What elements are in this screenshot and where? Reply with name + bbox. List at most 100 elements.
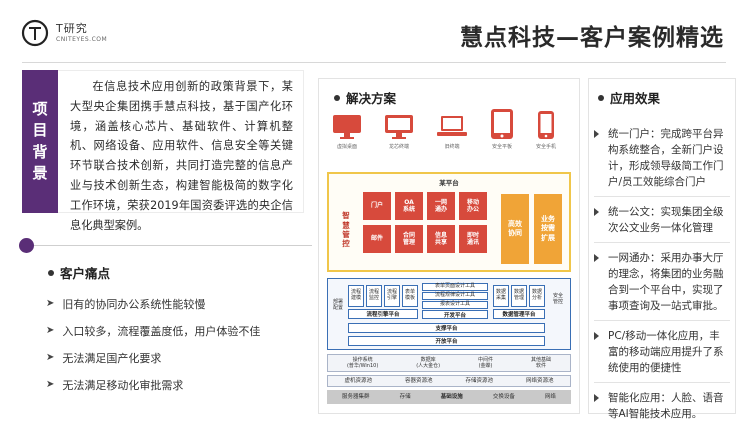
app-oa: OA 系统 — [395, 192, 423, 220]
engine-cell: 表单 模板 — [402, 285, 418, 307]
effects-header: 应用效果 — [598, 88, 660, 107]
engine-cell: 流程 引擎 — [384, 285, 400, 307]
bullet-dot-icon — [48, 269, 54, 276]
list-item: PC/移动一体化应用，丰富的移动端应用提升了系统使用的便捷性 — [594, 328, 730, 383]
smart-control-label: 智 慧 管 控 — [342, 211, 350, 249]
resource-cell: 容器资源池 — [404, 377, 433, 384]
section-divider — [22, 245, 312, 246]
list-item: ➤旧有的协同办公系统性能较慢 — [46, 297, 206, 311]
header-divider — [22, 62, 726, 63]
dev-tool-line: 流程规律设计工具 — [422, 292, 488, 300]
device-secure-tablet: 安全平板 — [490, 108, 514, 150]
arrow-right-icon: ➤ — [46, 325, 55, 336]
page-title: 慧点科技—客户案例精选 — [460, 25, 724, 51]
background-label: 项 目 背 景 — [22, 70, 58, 213]
software-cell: 操作系统 (普华/Win10) — [346, 357, 379, 369]
software-cell: 中间件 (金蝶) — [478, 357, 494, 369]
list-item: ➤入口较多，流程覆盖度低，用户体验不佳 — [46, 324, 261, 338]
business-extension: 业务 按需 扩展 — [534, 194, 562, 264]
architecture-diagram: 虚拟桌面 龙芯终端 旧终端 安全平板 — [322, 108, 576, 404]
app-one-stop: 一网 通办 — [427, 192, 455, 220]
background-label-char: 项 — [32, 100, 48, 118]
tablet-icon — [491, 109, 513, 139]
infra-cell: 交换设备 — [492, 393, 515, 400]
background-label-char: 背 — [32, 142, 48, 161]
data-platform-bar: 数据管理平台 — [493, 309, 545, 319]
device-virtual-desktop: 虚拟桌面 — [332, 114, 362, 150]
deploy-config-label: 部署 配置 — [332, 299, 343, 311]
monitor-icon — [333, 115, 361, 139]
app-im: 即时 通讯 — [459, 225, 487, 253]
dev-tool-line: 表单页面设计工具 — [422, 283, 488, 291]
engine-platform-bar: 流程引擎平台 — [348, 309, 418, 319]
solution-title: 解决方案 — [346, 91, 397, 106]
arrow-right-icon: ➤ — [46, 352, 55, 363]
background-text: 在信息技术应用创新的政策背景下，某大型央企集团携手慧点科技，基于国产化环境，涵盖… — [70, 80, 293, 232]
efficient-collaboration: 高效 协同 — [501, 194, 529, 264]
open-platform-bar: 开放平台 — [348, 336, 545, 346]
solution-header: 解决方案 — [334, 88, 396, 107]
support-platform-bar: 支撑平台 — [348, 323, 545, 333]
data-cell: 数据 管理 — [511, 285, 527, 307]
engine-cell: 流程 监控 — [366, 285, 382, 307]
list-item: 统一门户：完成跨平台异构系统整合，全新门户设计，形成领导级简工作门户/员工效能综… — [594, 126, 730, 197]
monitor-icon — [385, 115, 413, 139]
software-cell: 数据库 (人大金仓) — [416, 357, 441, 369]
effects-title: 应用效果 — [610, 91, 661, 106]
bullet-dot-icon — [598, 94, 604, 101]
app-portal: 门户 — [363, 192, 391, 220]
infra-cell: 服务器集群 — [342, 393, 370, 400]
solution-frame — [318, 78, 580, 414]
device-secure-phone: 安全手机 — [536, 110, 556, 150]
security-control-label: 安全 管控 — [552, 293, 563, 305]
infra-cell: 基础设施 — [440, 393, 463, 400]
resource-cell: 虚机资源池 — [344, 377, 372, 384]
arrow-right-icon: ➤ — [46, 379, 55, 390]
list-item: ➤无法满足国产化要求 — [46, 351, 162, 365]
device-loongson-terminal: 龙芯终端 — [384, 114, 414, 150]
logo-mark-icon — [20, 18, 50, 48]
list-item: 一网通办：采用办事大厅的理念，将集团的业务融合到一个平台中，实现了事项查询及一站… — [594, 250, 730, 321]
dev-platform-bar: 开发平台 — [422, 310, 488, 319]
background-label-char: 目 — [32, 121, 48, 140]
bullet-dot-icon — [334, 94, 340, 101]
pain-points-header: 客户痛点 — [48, 263, 110, 282]
resource-cell: 存储资源池 — [465, 377, 493, 384]
data-cell: 数据 分析 — [529, 285, 545, 307]
effects-frame — [588, 78, 736, 414]
resource-cell: 网络资源池 — [525, 377, 554, 384]
pain-points-title: 客户痛点 — [60, 266, 111, 281]
purple-dot-icon — [19, 238, 34, 253]
phone-icon — [538, 111, 554, 139]
list-item: 统一公文：实现集团全级次公文业务一体化管理 — [594, 204, 730, 243]
dev-tool-line: 报表设计工具 — [422, 301, 488, 309]
platform-title: 某平台 — [439, 179, 459, 187]
effects-list: 统一门户：完成跨平台异构系统整合，全新门户设计，形成领导级简工作门户/员工效能综… — [594, 126, 730, 422]
brand-logo: T研究 CNITEYES.COM — [20, 18, 107, 48]
device-row: 虚拟桌面 龙芯终端 旧终端 安全平板 — [322, 108, 576, 168]
arrow-right-icon: ➤ — [46, 298, 55, 309]
resource-row: 虚机资源池 容器资源池 存储资源池 网络资源池 — [327, 375, 571, 387]
list-item: ➤无法满足移动化审批需求 — [46, 378, 184, 392]
logo-domain: CNITEYES.COM — [56, 36, 108, 43]
device-old-terminal: 旧终端 — [436, 114, 468, 150]
infra-cell: 存储 — [399, 393, 411, 400]
infrastructure-row: 服务器集群 存储 基础设施 交换设备 网络 — [327, 390, 571, 404]
data-cell: 数据 采集 — [493, 285, 509, 307]
background-label-char: 景 — [32, 163, 48, 182]
application-platform: 某平台 智 慧 管 控 门户 OA 系统 一网 通办 移动 办公 邮件 合同 管… — [327, 172, 571, 272]
list-item: 智能化应用：人脸、语音等AI智能技术应用。 — [594, 390, 730, 422]
software-row: 操作系统 (普华/Win10) 数据库 (人大金仓) 中间件 (金蝶) 其他基础… — [327, 354, 571, 372]
app-mobile-office: 移动 办公 — [459, 192, 487, 220]
background-box: 在信息技术应用创新的政策背景下，某大型央企集团携手慧点科技，基于国产化环境，涵盖… — [58, 70, 304, 232]
engine-cell: 流程 建模 — [348, 285, 364, 307]
software-cell: 其他基础 软件 — [530, 357, 551, 369]
app-contract: 合同 管理 — [395, 225, 423, 253]
app-info-share: 信息 共享 — [427, 225, 455, 253]
middleware-platform: 部署 配置 流程 建模 流程 监控 流程 引擎 表单 模板 流程引擎平台 表单页… — [327, 278, 571, 350]
app-mail: 邮件 — [363, 225, 391, 253]
laptop-icon — [437, 116, 467, 136]
infra-cell: 网络 — [544, 393, 556, 400]
pain-points-list: ➤旧有的协同办公系统性能较慢 ➤入口较多，流程覆盖度低，用户体验不佳 ➤无法满足… — [46, 290, 260, 398]
logo-name: T研究 — [56, 22, 88, 35]
